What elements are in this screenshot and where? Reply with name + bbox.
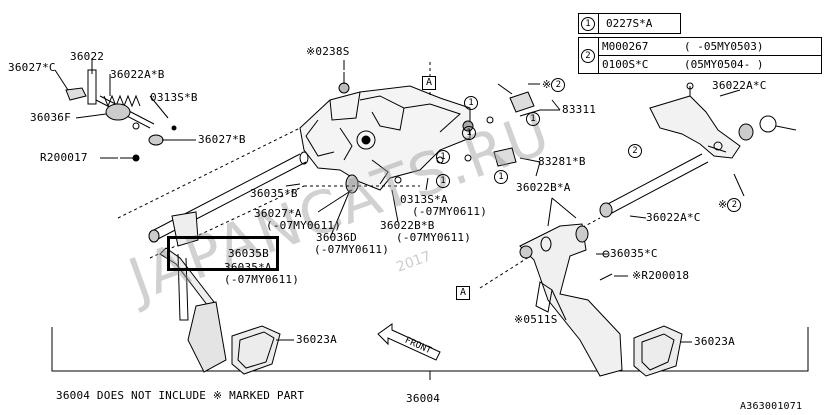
label-0238S: ※0238S (306, 45, 350, 58)
label-36035B-upper: 36035*B (250, 187, 298, 200)
label-36022AC-mid: 36022A*C (646, 211, 701, 224)
right-bracket-assembly (649, 82, 797, 159)
switch-sensors (436, 83, 745, 281)
label-36036D-note: (-07MY0611) (314, 243, 390, 256)
front-arrow (377, 323, 441, 361)
callout-2-b: 2 (628, 144, 642, 158)
callout-1-b: 1 (526, 112, 540, 126)
label-0313SB: 0313S*B (150, 91, 198, 104)
label-36022: 36022 (70, 50, 105, 63)
legend-row2b-code: 0100S*C (602, 58, 649, 71)
pedal-pad-right (633, 325, 692, 377)
spring-rod-assembly (65, 69, 177, 162)
label-36036D: 36036D (316, 231, 357, 244)
label-36035B-boxed: 36035B (228, 247, 269, 260)
brake-pedal-arm (519, 223, 623, 377)
label-36035C: 36035*C (610, 247, 658, 260)
legend-row2a-code: M000267 (602, 40, 649, 53)
callout-1-a: 1 (464, 96, 478, 110)
highlight-box-36035B (167, 236, 279, 271)
label-36027C: 36027*C (8, 61, 56, 74)
label-R200018: ※R200018 (632, 269, 690, 282)
label-36022BB-note: (-07MY0611) (396, 231, 472, 244)
label-36022AB: 36022A*B (110, 68, 165, 81)
label-36022AC-top: 36022A*C (712, 79, 767, 92)
ref-box-a-top: A (422, 76, 436, 90)
leaders-top-left (54, 58, 196, 159)
callout-1-e: 1 (494, 170, 508, 184)
right-pedal-rod (599, 153, 709, 218)
callout-2-c: ※2 (718, 198, 742, 212)
legend-row2b-range: (05MY0504- ) (684, 58, 764, 71)
leaders-right (285, 60, 741, 321)
diagram-id: A363001071 (740, 401, 803, 412)
legend-row2a-range: ( -05MY0503) (684, 40, 764, 53)
callout-1-d: 1 (436, 150, 450, 164)
label-36004: 36004 (406, 392, 441, 405)
callout-2-a: ※2 (542, 78, 566, 92)
label-36036F: 36036F (30, 111, 71, 124)
legend-callout-2: 2 (581, 49, 595, 63)
label-36022BA: 36022B*A (516, 181, 571, 194)
label-83311: 83311 (562, 103, 597, 116)
label-0313SA-note: (-07MY0611) (412, 205, 488, 218)
callout-1-f: 1 (436, 174, 450, 188)
legend-callout-1: 1 (581, 17, 595, 31)
dashed-guides (117, 62, 601, 289)
label-83281B: 83281*B (538, 155, 586, 168)
label-36023A-right: 36023A (694, 335, 735, 348)
label-36035A-lower-note: (-07MY0611) (224, 273, 300, 286)
callout-1-c: 1 (462, 126, 476, 140)
label-R200017: R200017 (40, 151, 88, 164)
label-0313SA: 0313S*A (400, 193, 448, 206)
label-36027A: 36027*A (254, 207, 302, 220)
footnote: 36004 DOES NOT INCLUDE ※ MARKED PART (56, 389, 305, 402)
label-36022BB: 36022B*B (380, 219, 435, 232)
ref-box-a-bottom: A (456, 286, 470, 300)
label-36027A-note: (-07MY0611) (266, 219, 342, 232)
label-36027B: 36027*B (198, 133, 246, 146)
legend-table: 1 0227S*A 2 M000267 ( -05MY0503) 0100S*C… (578, 13, 822, 75)
label-36023A-left: 36023A (296, 333, 337, 346)
legend-row1-code: 0227S*A (606, 17, 653, 30)
label-0511S: ※0511S (514, 313, 558, 326)
pedal-pad-left (231, 325, 294, 375)
